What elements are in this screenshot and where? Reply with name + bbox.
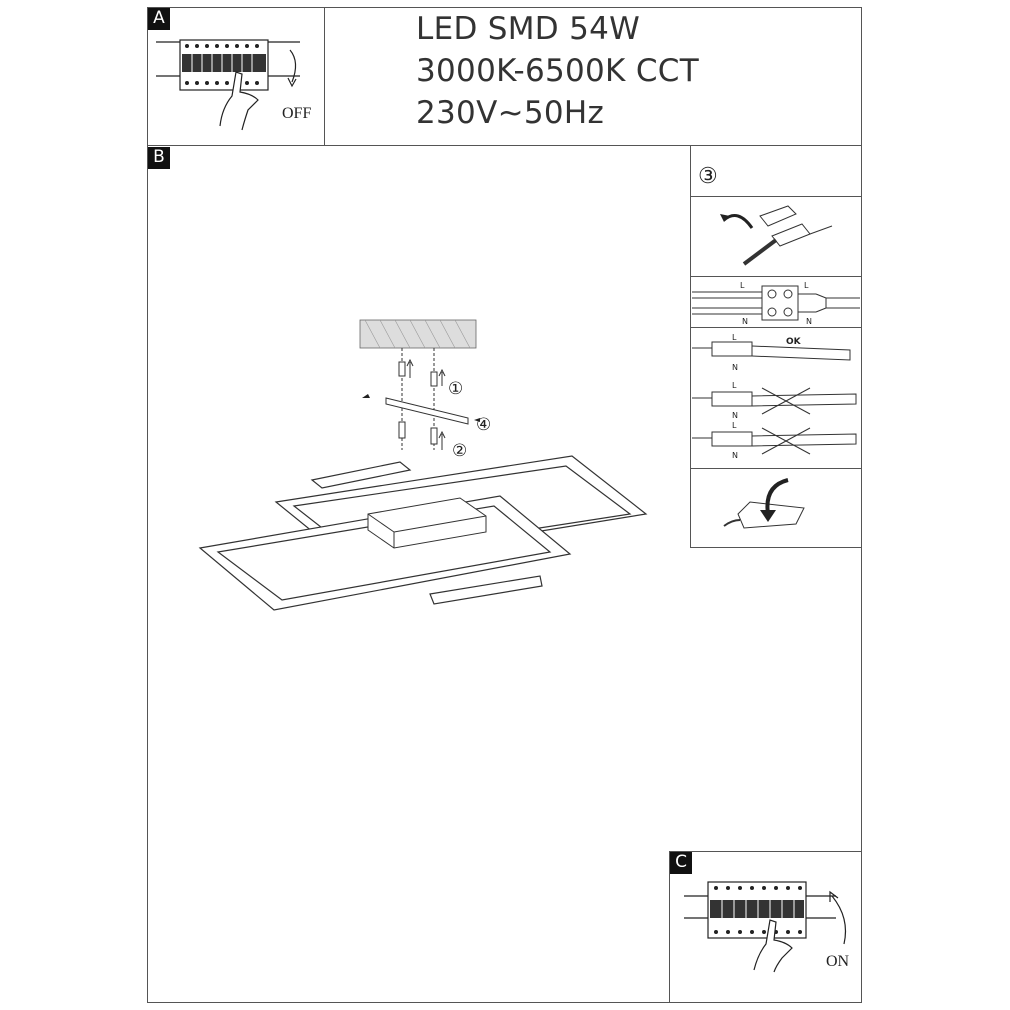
side-divider-2 — [690, 276, 862, 277]
off-label: OFF — [282, 105, 311, 122]
live-label-ok: L — [732, 333, 737, 342]
press-down-arrow-icon — [765, 478, 789, 515]
step-1-label: ① — [448, 379, 463, 398]
step-2-label: ② — [452, 441, 467, 460]
product-specs: LED SMD 54W 3000K-6500K CCT 230V~50Hz — [416, 8, 699, 134]
breaker-modules — [182, 54, 266, 72]
rotate-up-arrow-icon — [831, 895, 847, 945]
side-divider-3 — [690, 327, 862, 328]
driver-box — [367, 497, 487, 549]
spec-color-temperature: 3000K-6500K CCT — [416, 53, 699, 89]
step-3-header: ③ — [698, 163, 718, 188]
live-label-wrong-1: L — [732, 381, 737, 390]
header-frame — [324, 7, 862, 146]
assembly-illustration: ① ④ ② — [198, 319, 648, 611]
section-c-frame — [669, 851, 862, 1003]
breaker-off-illustration: OFF — [156, 39, 311, 131]
terminal-close-illustration — [723, 478, 805, 529]
section-b-tag: B — [148, 147, 170, 169]
lamp-frame-back — [310, 461, 412, 489]
spec-power: LED SMD 54W — [416, 11, 641, 47]
step-4-label: ④ — [476, 415, 491, 434]
neutral-label-in: N — [742, 317, 748, 326]
on-label: ON — [826, 953, 850, 970]
mounting-bracket — [385, 397, 469, 425]
section-c-tag: C — [670, 852, 692, 874]
terminal-wiring-diagram: L N L N — [692, 281, 860, 326]
side-divider-4 — [690, 468, 862, 469]
neutral-label-out: N — [806, 317, 812, 326]
rotate-down-arrow-icon — [289, 49, 297, 83]
live-label-wrong-2: L — [732, 421, 737, 430]
wire-strip-diagram: OK L N L N L N — [692, 333, 857, 460]
breaker-on-illustration: ON — [684, 881, 850, 973]
hand-icon — [219, 71, 259, 131]
section-a-tag: A — [148, 8, 170, 30]
ceiling — [359, 319, 477, 349]
ok-label: OK — [786, 337, 802, 347]
step-3-label: ③ — [698, 163, 718, 188]
live-label-in: L — [740, 281, 745, 290]
spec-voltage: 230V~50Hz — [416, 95, 605, 131]
live-label-out: L — [804, 281, 809, 290]
neutral-label-wrong-1: N — [732, 411, 738, 420]
neutral-label-wrong-2: N — [732, 451, 738, 460]
side-divider-1 — [690, 196, 862, 197]
terminal-open-illustration — [720, 205, 833, 266]
side-panel-frame — [690, 145, 862, 548]
neutral-label-ok: N — [732, 363, 738, 372]
hand-icon — [753, 919, 793, 973]
